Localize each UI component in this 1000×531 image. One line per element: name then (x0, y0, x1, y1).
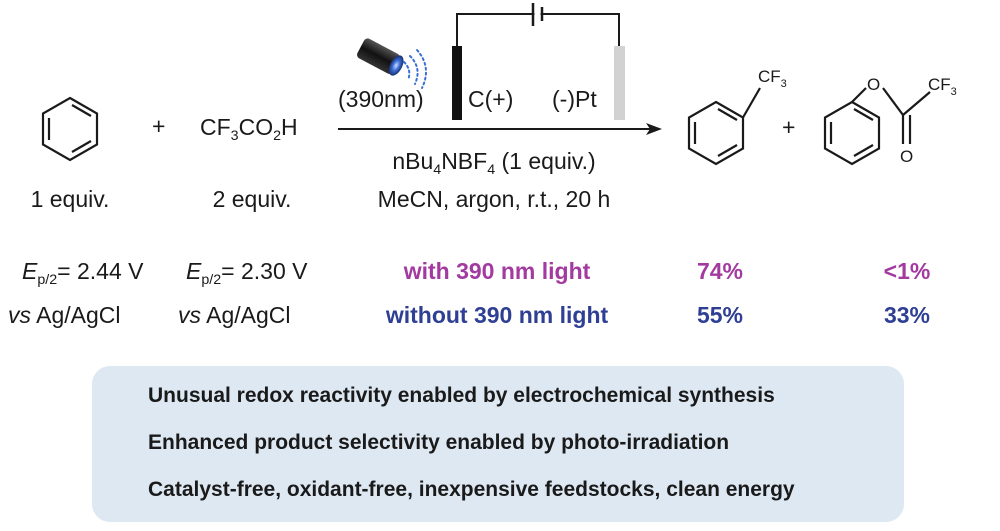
electrochemical-cell (452, 3, 625, 120)
tfa-potential: Ep/2= 2.30 V (186, 258, 308, 288)
plus-sign-reactants: + (152, 113, 166, 139)
led-light-source-icon (357, 38, 427, 89)
product2-cf3-label: CF3 (928, 75, 957, 98)
cathode-label: (-)Pt (552, 86, 597, 112)
light-wavelength-label: (390nm) (338, 86, 424, 112)
ester-oxygen-label: O (867, 75, 880, 94)
summary-point: Catalyst-free, oxidant-free, inexpensive… (138, 478, 795, 502)
reaction-arrow (338, 123, 662, 135)
benzene-potential: Ep/2= 2.44 V (22, 258, 144, 288)
solvent-condition: MeCN, argon, r.t., 20 h (377, 186, 611, 212)
plus-sign-products: + (782, 114, 796, 140)
trifluoromethylbenzene-structure (687, 87, 761, 166)
summary-box (92, 366, 904, 522)
row-without-light-yield-2: 33% (883, 302, 931, 328)
row-with-light-yield-2: <1% (883, 258, 931, 284)
carbonyl-oxygen-label: O (900, 147, 913, 166)
row-without-light-label: without 390 nm light (385, 302, 609, 328)
tfa-reference: vs Ag/AgCl (178, 302, 291, 328)
tfa-formula: CF3CO2H (200, 114, 298, 144)
benzene-reference: vs Ag/AgCl (8, 302, 121, 328)
row-without-light-yield-1: 55% (696, 302, 744, 328)
benzene-structure (41, 96, 99, 162)
carbon-anode (452, 46, 462, 120)
platinum-cathode (614, 46, 625, 120)
row-with-light-yield-1: 74% (696, 258, 744, 284)
anode-label: C(+) (468, 86, 514, 112)
phenyl-trifluoroacetate-structure (823, 87, 931, 166)
tfa-equiv: 2 equiv. (212, 186, 292, 212)
summary-point: Unusual redox reactivity enabled by elec… (138, 384, 775, 408)
electrolyte-condition: nBu4NBF4 (1 equiv.) (392, 148, 596, 178)
row-with-light-label: with 390 nm light (403, 258, 591, 284)
benzene-equiv: 1 equiv. (30, 186, 110, 212)
product1-cf3-label: CF3 (758, 67, 787, 90)
summary-point: Enhanced product selectivity enabled by … (138, 431, 729, 455)
